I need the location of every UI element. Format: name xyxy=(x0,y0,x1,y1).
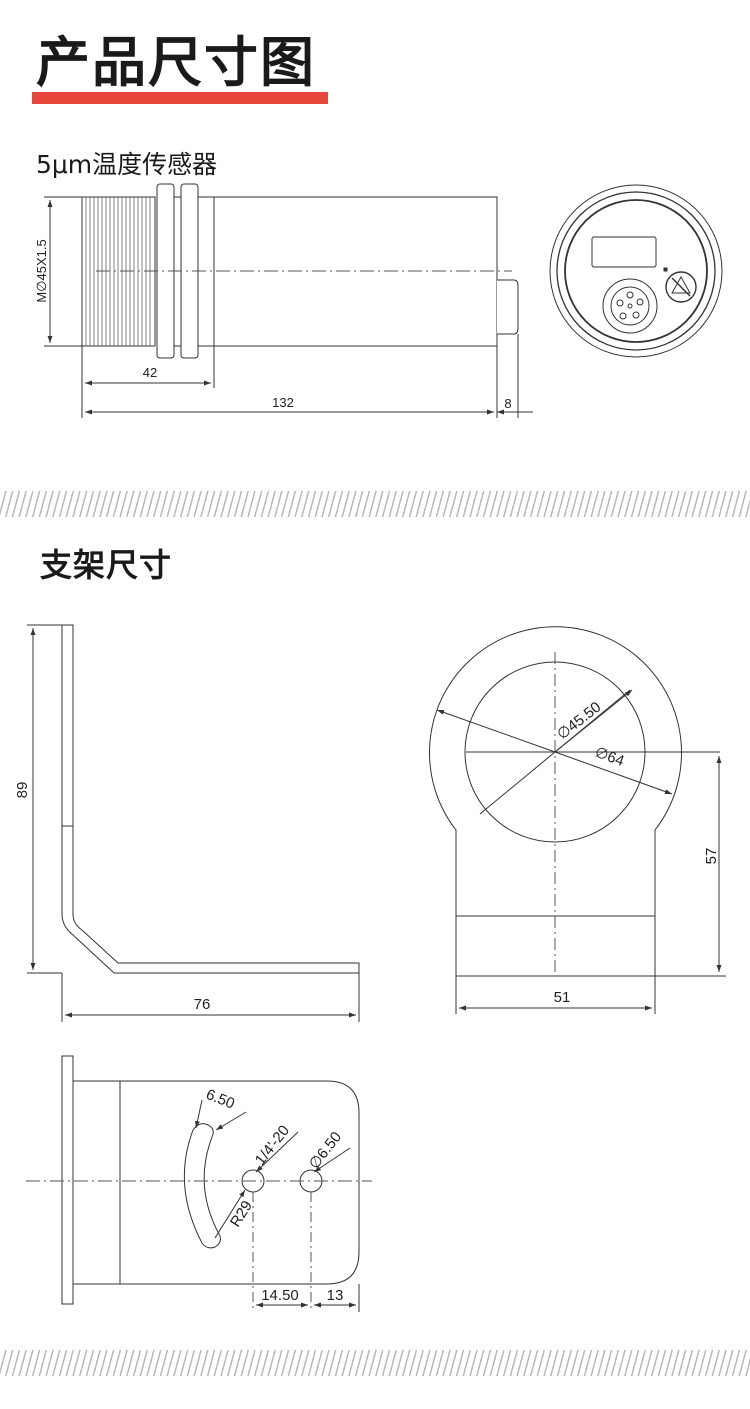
dim-edge-offset: 13 xyxy=(327,1287,344,1304)
dim-center-height: 57 xyxy=(703,848,720,865)
connector-socket xyxy=(602,278,658,334)
bracket-top-view xyxy=(26,1055,372,1312)
dim-bracket-width: 51 xyxy=(554,989,571,1006)
dim-thread-length: 42 xyxy=(143,365,157,380)
laser-warning-icon xyxy=(665,271,697,303)
sensor-rear-view xyxy=(549,184,723,358)
dim-hole-spacing: 14.50 xyxy=(261,1287,299,1304)
dim-connector-length: 8 xyxy=(504,396,511,411)
connector xyxy=(497,279,519,335)
thread-dim-label: M∅45X1.5 xyxy=(34,239,49,302)
product-subtitle: 5μm温度传感器 xyxy=(36,150,218,179)
dim-body-length: 132 xyxy=(272,395,294,410)
page-title: 产品尺寸图 xyxy=(36,31,316,94)
title-underline xyxy=(32,92,328,104)
arc-slot xyxy=(183,1123,221,1249)
sensor-side-view xyxy=(44,183,533,418)
dim-bracket-height: 89 xyxy=(14,782,31,799)
dim-bracket-length: 76 xyxy=(194,996,211,1013)
section-divider xyxy=(0,1350,750,1376)
bracket-front-view xyxy=(429,626,726,1014)
display-window xyxy=(591,236,657,268)
section-divider xyxy=(0,491,750,517)
bracket-side-view xyxy=(27,624,360,1022)
section-title-bracket: 支架尺寸 xyxy=(40,546,173,584)
